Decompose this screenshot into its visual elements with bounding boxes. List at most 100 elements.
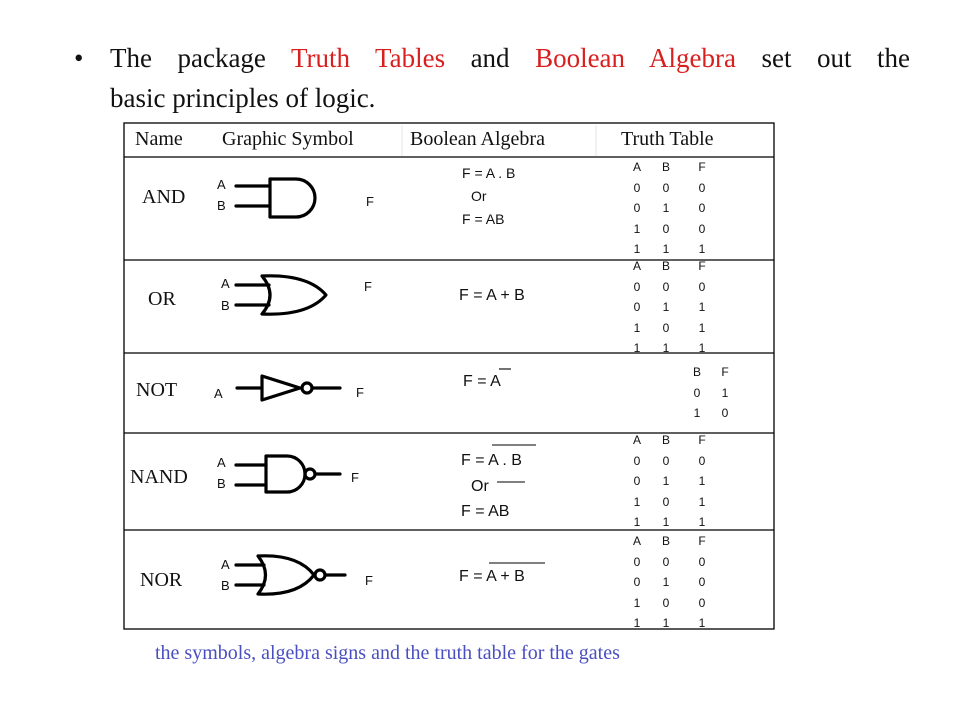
- header-truth-table: Truth Table: [621, 128, 714, 150]
- truth-table-cell: 0: [698, 279, 706, 294]
- truth-table-cell: 0: [662, 180, 670, 195]
- intro-line-2: basic principles of logic.: [110, 83, 376, 113]
- truth-table-cell: 0: [698, 180, 706, 195]
- header-graphic-symbol: Graphic Symbol: [222, 128, 354, 150]
- truth-table-cell: 0: [633, 575, 641, 589]
- truth-table-cell: 1: [693, 406, 701, 420]
- truth-table-cell: 0: [662, 453, 670, 468]
- truth-table-cell: 1: [698, 494, 706, 509]
- truth-table-cell: 0: [721, 406, 729, 420]
- algebra-nand-2: F = AB: [461, 503, 510, 520]
- truth-table-cell: 1: [633, 616, 641, 630]
- pin-label-b: B: [217, 476, 226, 491]
- truth-table-cell: 0: [633, 180, 641, 195]
- truth-table-cell: 0: [698, 554, 706, 569]
- truth-table-cell: 1: [662, 575, 670, 589]
- highlight-truth-tables: Truth Tables: [290, 43, 446, 73]
- algebra-and-1: F = A . B: [462, 165, 516, 181]
- pin-label-a: A: [214, 386, 223, 401]
- truth-table-cell: 0: [662, 494, 670, 509]
- truth-table-column-label: A: [632, 534, 641, 548]
- nand-gate-icon: [234, 454, 342, 494]
- pin-label-b: B: [221, 298, 230, 313]
- pin-label-f: F: [364, 279, 372, 294]
- pin-label-f: F: [366, 194, 374, 209]
- truth-table-cell: 1: [662, 242, 670, 256]
- truth-table-cell: 1: [633, 515, 641, 529]
- spacer: [622, 403, 682, 424]
- truth-table-row: 0 0 0: [622, 178, 752, 199]
- algebra-nor: F = A + B: [459, 568, 525, 585]
- bullet-point: •: [74, 43, 84, 73]
- truth-table-cell: 1: [698, 341, 706, 355]
- nor-gate-icon: [234, 554, 347, 596]
- gate-name-not: NOT: [136, 379, 178, 401]
- truth-table-cell: 0: [698, 575, 706, 589]
- truth-table-cell: 1: [633, 320, 641, 335]
- or-gate-icon: [234, 274, 328, 316]
- spacer: [622, 383, 682, 404]
- truth-table-cell: 0: [633, 474, 641, 488]
- spacer: [622, 362, 682, 383]
- truth-table-column-label: F: [698, 433, 706, 447]
- truth-table-column-label: A: [632, 259, 641, 273]
- truth-table-cell: 1: [662, 515, 670, 529]
- truth-table-cell: 0: [633, 300, 641, 314]
- truth-table-column-label: F: [698, 259, 706, 273]
- header-name: Name: [135, 128, 183, 150]
- intro-line-1: The package Truth Tables and Boolean Alg…: [110, 38, 910, 78]
- truth-table-cell: 0: [633, 554, 641, 569]
- truth-table-cell: 0: [693, 385, 701, 400]
- negation-overbars: [489, 368, 545, 564]
- truth-table-cell: 1: [662, 341, 670, 355]
- truth-table-cell: 0: [633, 201, 641, 215]
- algebra-or: F = A + B: [459, 287, 525, 304]
- truth-table-cell: 1: [633, 595, 641, 610]
- truth-table-column-label: B: [661, 534, 670, 548]
- truth-table-column-label: A: [632, 433, 641, 447]
- truth-table-column-label: B: [661, 433, 670, 447]
- and-gate-icon: [234, 177, 317, 219]
- truth-table-cell: 1: [721, 385, 729, 400]
- header-ticks: [401, 125, 597, 156]
- pin-label-b: B: [221, 578, 230, 593]
- truth-table-cell: 1: [633, 494, 641, 509]
- truth-table-cell: 0: [662, 320, 670, 335]
- truth-table-row: 1 0 1: [622, 318, 752, 339]
- algebra-not: F = A: [463, 373, 501, 390]
- algebra-and-2: F = AB: [462, 211, 505, 227]
- truth-table-column-label: F: [698, 534, 706, 548]
- pin-label-b: B: [217, 198, 226, 213]
- truth-table-column-label: F: [698, 160, 706, 174]
- truth-table-column-label: F: [721, 365, 729, 379]
- pin-label-f: F: [365, 573, 373, 588]
- truth-table-column-label: A: [632, 160, 641, 174]
- gate-name-and: AND: [142, 186, 186, 208]
- pin-label-f: F: [356, 385, 364, 400]
- truth-table-cell: 1: [698, 515, 706, 529]
- intro-text: and: [445, 43, 536, 73]
- pin-label-a: A: [221, 276, 230, 291]
- gate-name-or: OR: [148, 288, 176, 310]
- truth-table-cell: 1: [698, 300, 706, 314]
- truth-table-cell: 1: [698, 320, 706, 335]
